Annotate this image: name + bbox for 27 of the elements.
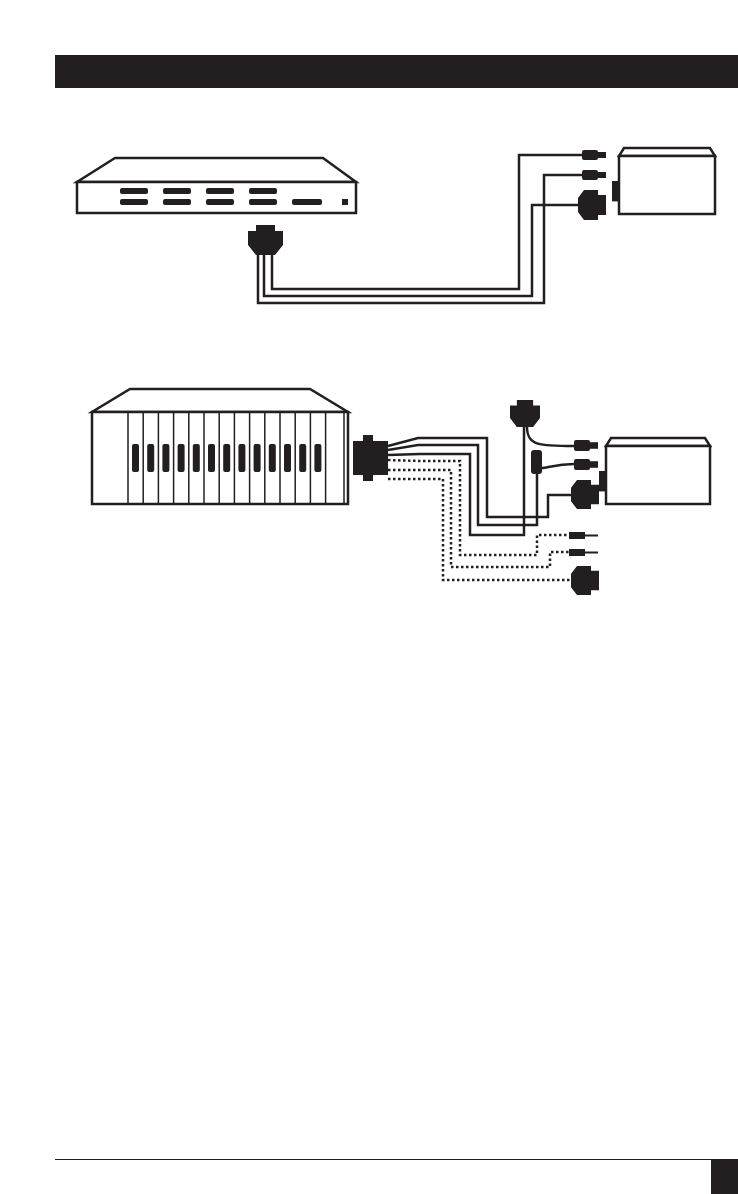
cable — [388, 468, 569, 569]
plug-icon — [569, 532, 598, 539]
cable — [256, 173, 582, 305]
connector-icon — [510, 400, 540, 427]
cable — [525, 426, 574, 448]
cable — [387, 427, 526, 537]
connector-icon — [571, 480, 599, 509]
cable — [387, 443, 539, 527]
cable — [387, 436, 571, 519]
connector-icon — [578, 190, 606, 220]
plug-icon — [574, 459, 598, 470]
device-drawing — [599, 437, 711, 505]
cable — [262, 203, 578, 298]
switch-drawing — [76, 157, 357, 214]
cable — [387, 458, 569, 557]
cable — [541, 462, 575, 470]
connector-icon — [248, 225, 283, 255]
connector-icon — [353, 435, 388, 481]
connector-icon — [571, 566, 599, 595]
plug-icon — [569, 549, 598, 556]
plug-icon — [531, 450, 542, 474]
plug-icon — [574, 440, 598, 451]
plug-icon — [582, 170, 606, 180]
cable — [388, 477, 571, 582]
plug-icon — [582, 150, 606, 160]
device-drawing — [612, 147, 716, 215]
cable — [270, 153, 582, 291]
